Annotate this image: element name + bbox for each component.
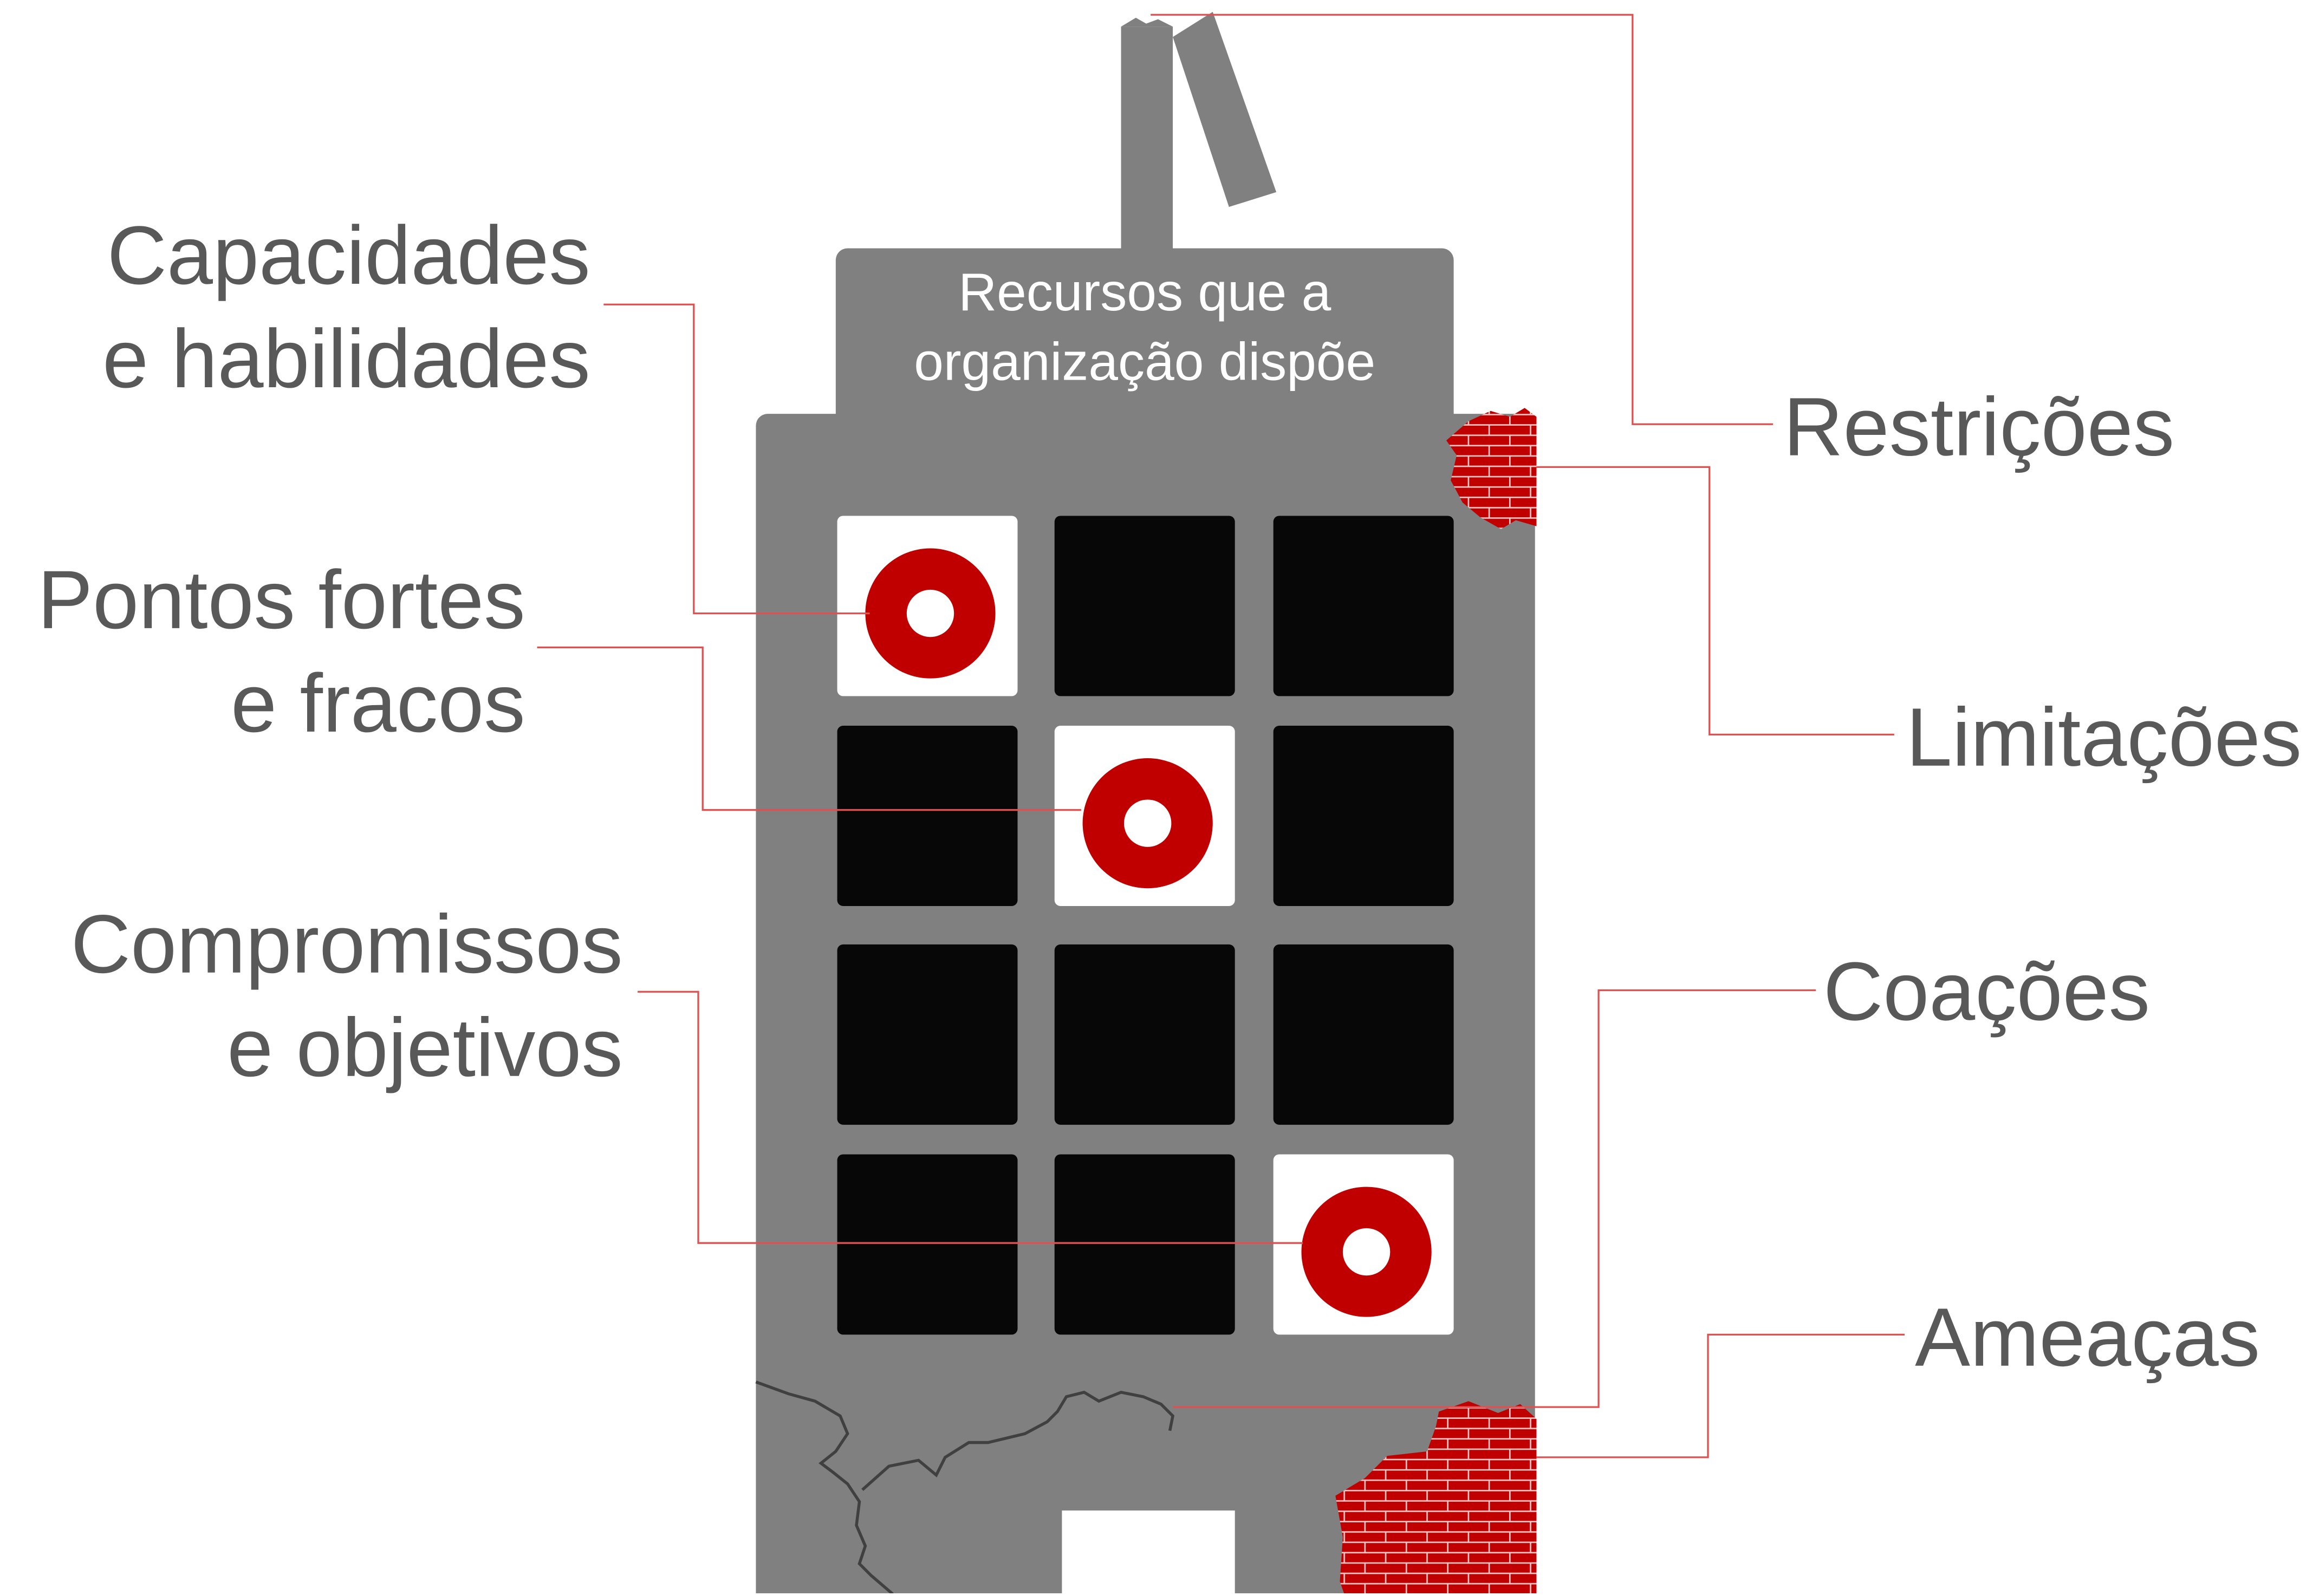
- chimney-broken-piece: [1173, 11, 1277, 207]
- chimney: [1121, 11, 1277, 255]
- window-pane: [837, 1154, 1018, 1335]
- window-r3-c2: [1054, 944, 1235, 1125]
- roof-label: Recursos que a organização dispõe: [914, 262, 1375, 391]
- label-ameacas: Ameaças: [1915, 1292, 2260, 1384]
- label-limitacoes: Limitações: [1906, 692, 2302, 784]
- window-r1-c1: [837, 516, 1018, 696]
- window-r1-c2: [1054, 516, 1235, 696]
- leader-capacidades: [603, 303, 870, 615]
- window-r2-c3: [1273, 726, 1454, 906]
- leader-lines-right: [1151, 14, 1905, 1458]
- chimney-broken-top: [1121, 17, 1173, 27]
- roof-label-line-2: organização dispõe: [914, 331, 1375, 391]
- window-r1-c3: [1273, 516, 1454, 696]
- window-r4-c1: [837, 1154, 1018, 1335]
- window-r2-c2: [1054, 726, 1235, 906]
- label-capacidades: Capacidades e habilidades: [102, 210, 590, 405]
- window-r2-c1: [837, 726, 1018, 906]
- window-pane: [837, 944, 1018, 1125]
- window-pane: [1054, 516, 1235, 696]
- leader-lines-left: [537, 303, 1303, 1244]
- building-roof: [835, 248, 1454, 433]
- leader-pontos: [537, 646, 1081, 811]
- target-center: [1342, 1228, 1391, 1276]
- label-pontos-line-1: Pontos fortes: [37, 554, 525, 646]
- label-compromissos-line-2: e objetivos: [227, 1002, 623, 1094]
- leader-restricoes: [1151, 14, 1774, 425]
- roof-label-line-1: Recursos que a: [958, 262, 1331, 322]
- window-pane: [1273, 944, 1454, 1125]
- building: Recursos que a organização dispõe: [755, 248, 1537, 1596]
- window-grid: [837, 516, 1454, 1335]
- brick-damage-bottom: [1335, 1401, 1537, 1596]
- label-compromissos: Compromissos e objetivos: [71, 898, 623, 1094]
- window-r4-c2: [1054, 1154, 1235, 1335]
- label-compromissos-line-1: Compromissos: [71, 898, 623, 991]
- target-center: [906, 589, 954, 637]
- leader-ameacas: [1536, 1333, 1905, 1458]
- label-restricoes: Restrições: [1783, 381, 2174, 473]
- window-pane: [837, 726, 1018, 906]
- chimney-stack: [1121, 27, 1173, 255]
- window-r3-c1: [837, 944, 1018, 1125]
- label-pontos: Pontos fortes e fracos: [37, 554, 525, 750]
- window-pane: [1273, 726, 1454, 906]
- window-r4-c3: [1273, 1154, 1454, 1335]
- label-capacidades-line-2: e habilidades: [102, 313, 590, 405]
- window-r3-c3: [1273, 944, 1454, 1125]
- leader-limitacoes: [1536, 466, 1894, 736]
- leader-compromissos: [638, 991, 1303, 1244]
- target-center: [1124, 799, 1172, 847]
- window-pane: [1054, 1154, 1235, 1335]
- leader-coacoes: [1173, 989, 1816, 1408]
- label-coacoes: Coações: [1823, 946, 2150, 1038]
- window-pane: [1054, 944, 1235, 1125]
- building-door: [1062, 1510, 1235, 1596]
- brick-damage-top: [1446, 408, 1537, 530]
- label-pontos-line-2: e fracos: [231, 657, 525, 750]
- window-pane: [1273, 516, 1454, 696]
- label-capacidades-line-1: Capacidades: [107, 210, 590, 302]
- crack-line: [755, 1380, 1175, 1596]
